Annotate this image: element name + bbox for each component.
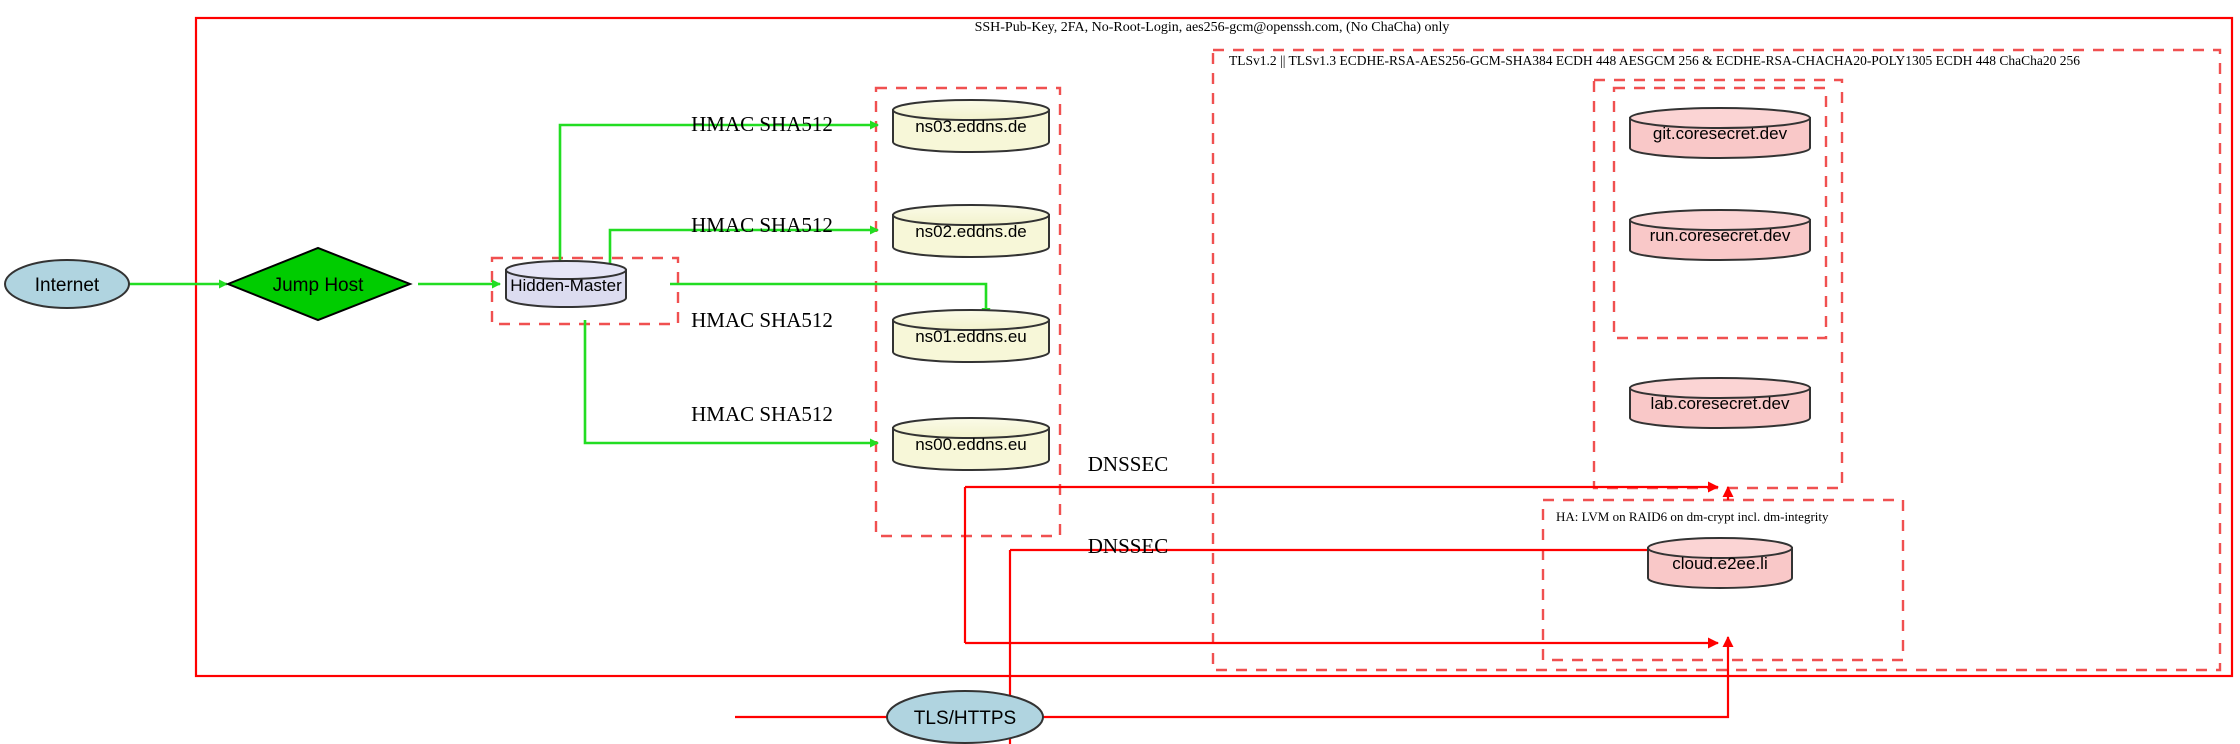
node-lab-coresecret-label: lab.coresecret.dev <box>1651 394 1790 413</box>
edge-label-hmac-ns02: HMAC SHA512 <box>691 213 833 237</box>
node-cloud-e2ee-label: cloud.e2ee.li <box>1672 554 1767 573</box>
node-ns02-label: ns02.eddns.de <box>915 222 1027 241</box>
node-cloud-e2ee[interactable]: cloud.e2ee.li <box>1647 537 1793 589</box>
node-tls-https-label: TLS/HTTPS <box>914 708 1016 729</box>
ha-boundary-label: HA: LVM on RAID6 on dm-crypt incl. dm-in… <box>1556 509 1829 524</box>
tls-boundary-box <box>1211 48 2222 672</box>
node-ns00-label: ns00.eddns.eu <box>915 435 1027 454</box>
node-jump-host-label: Jump Host <box>273 275 365 296</box>
edge-label-hmac-ns00: HMAC SHA512 <box>691 402 833 426</box>
node-jump-host[interactable]: Jump Host <box>225 246 413 322</box>
edge-hiddenmaster-to-ns03 <box>558 120 879 268</box>
edge-label-hmac-ns03: HMAC SHA512 <box>691 112 833 136</box>
node-hidden-master[interactable]: Hidden-Master <box>505 260 627 308</box>
coresecret-inner-zone-box <box>1612 86 1828 340</box>
node-git-coresecret[interactable]: git.coresecret.dev <box>1629 107 1811 159</box>
ssh-boundary-box <box>194 16 2234 678</box>
node-run-coresecret-label: run.coresecret.dev <box>1650 226 1791 245</box>
node-git-coresecret-label: git.coresecret.dev <box>1653 124 1788 143</box>
node-ns02[interactable]: ns02.eddns.de <box>892 204 1050 258</box>
edge-tlshttps-to-bus <box>735 636 1734 719</box>
node-run-coresecret[interactable]: run.coresecret.dev <box>1629 209 1811 261</box>
edge-hiddenmaster-to-ns01 <box>670 282 991 317</box>
node-hidden-master-label: Hidden-Master <box>510 276 622 295</box>
node-lab-coresecret[interactable]: lab.coresecret.dev <box>1629 377 1811 429</box>
ha-zone-box <box>1541 498 1905 662</box>
edge-label-dnssec-upper: DNSSEC <box>1088 452 1169 476</box>
node-ns01[interactable]: ns01.eddns.eu <box>892 309 1050 363</box>
ssh-boundary-label: SSH-Pub-Key, 2FA, No-Root-Login, aes256-… <box>975 20 1450 35</box>
node-ns03-label: ns03.eddns.de <box>915 117 1027 136</box>
node-ns03[interactable]: ns03.eddns.de <box>892 99 1050 153</box>
node-ns01-label: ns01.eddns.eu <box>915 327 1027 346</box>
node-ns00[interactable]: ns00.eddns.eu <box>892 417 1050 471</box>
edge-hiddenmaster-to-ns02 <box>608 225 879 268</box>
edge-label-hmac-ns01: HMAC SHA512 <box>691 308 833 332</box>
tls-boundary-label: TLSv1.2 || TLSv1.3 ECDHE-RSA-AES256-GCM-… <box>1229 53 2080 68</box>
edge-label-dnssec-lower: DNSSEC <box>1088 534 1169 558</box>
node-tls-https[interactable]: TLS/HTTPS <box>886 690 1044 744</box>
node-internet-label: Internet <box>35 275 100 296</box>
nameserver-zone-box <box>874 86 1062 538</box>
edge-hiddenmaster-to-ns00 <box>583 320 879 448</box>
node-internet[interactable]: Internet <box>4 259 130 309</box>
